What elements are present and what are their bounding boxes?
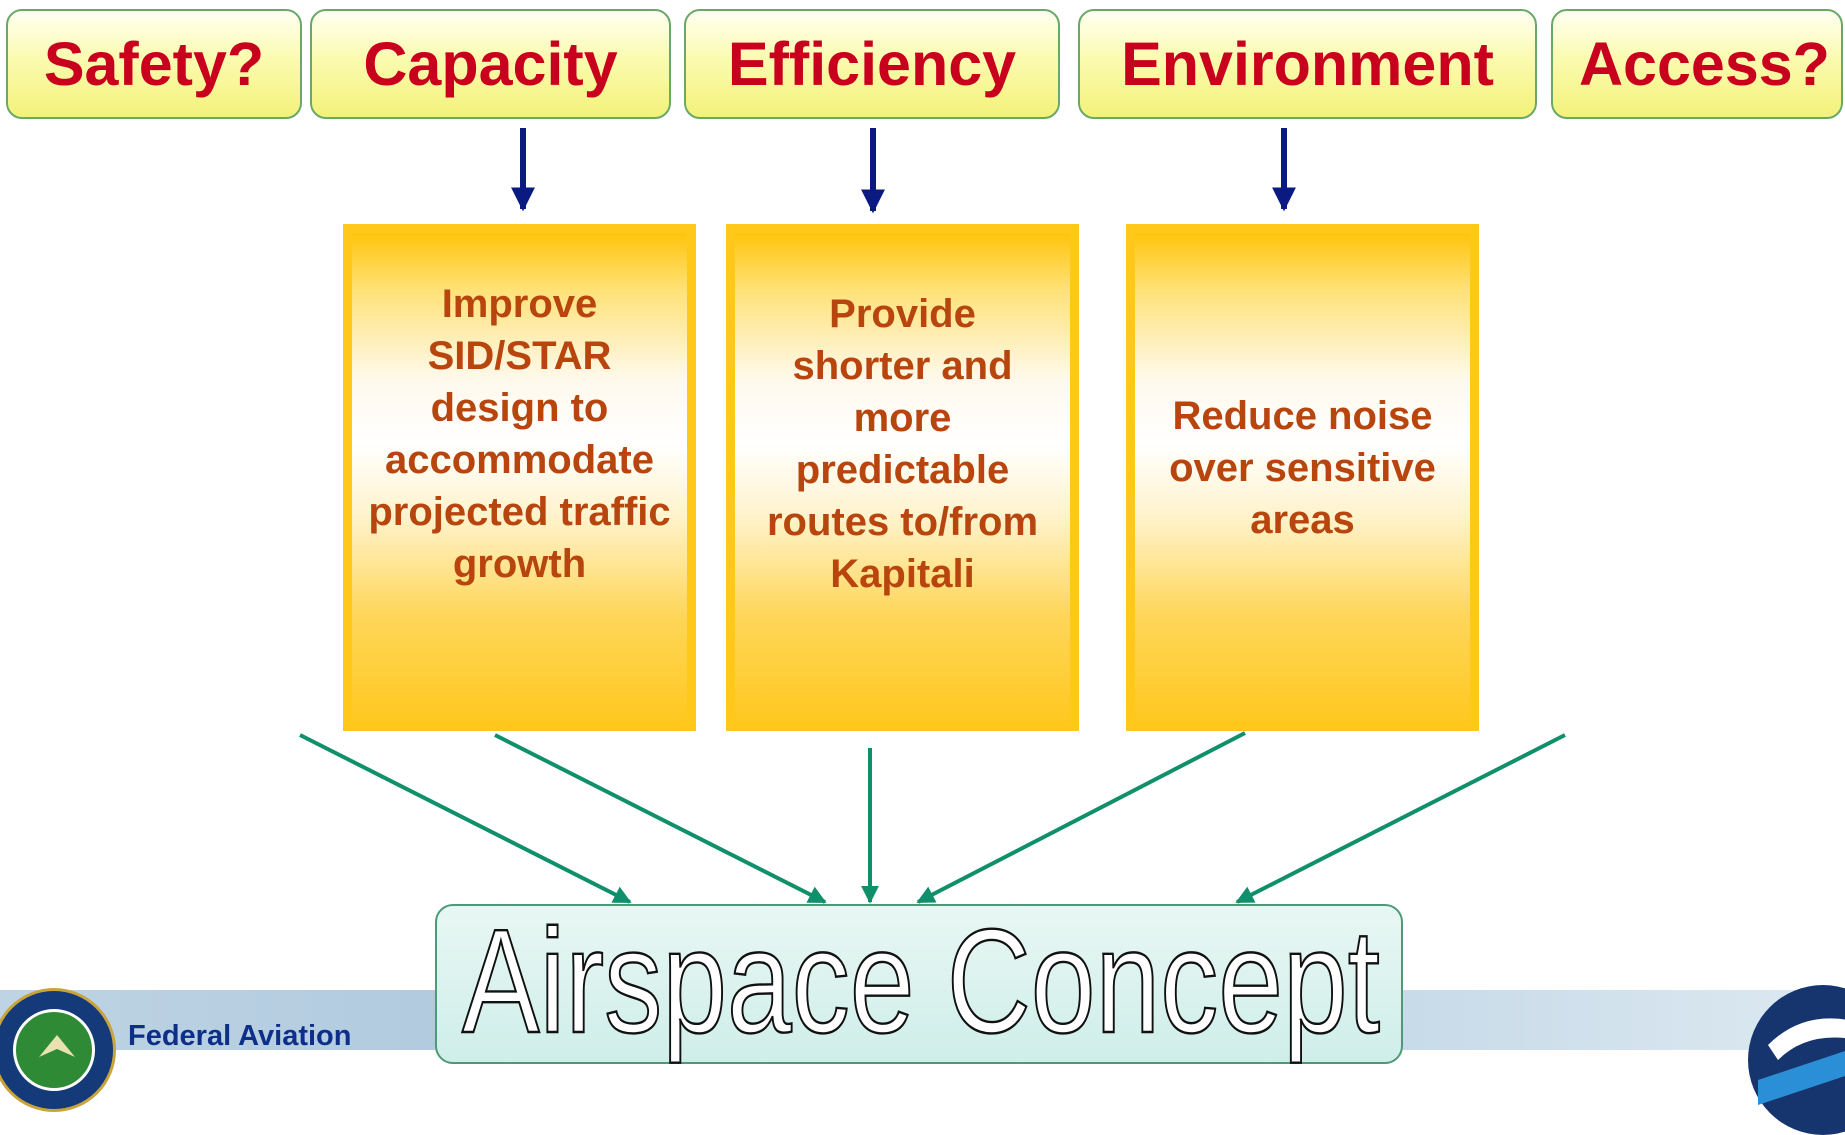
converge-arrow-environment <box>916 731 1246 904</box>
converge-arrow-safety <box>299 733 632 904</box>
corner-logo <box>1748 985 1845 1135</box>
objective-capacity: Capacity <box>310 9 671 119</box>
goal-text: Reduce noise over sensitive areas <box>1169 394 1436 542</box>
converge-arrow-capacity <box>494 733 827 904</box>
goal-environment: Reduce noise over sensitive areas <box>1126 224 1479 731</box>
goal-text: Improve SID/STAR design to accommodate p… <box>368 282 671 586</box>
objective-environment: Environment <box>1078 9 1537 119</box>
connector-arrows <box>299 128 1566 904</box>
goal-text: Provide shorter and more predictable rou… <box>766 292 1039 596</box>
airspace-concept-box: Airspace Concept <box>435 904 1403 1065</box>
faa-seal-logo <box>0 988 116 1112</box>
agency-name: Federal Aviation <box>128 1020 352 1052</box>
objective-label: Efficiency <box>727 30 1017 98</box>
objective-efficiency: Efficiency <box>684 9 1060 119</box>
converge-arrow-access <box>1235 733 1566 904</box>
objective-label: Access? <box>1579 30 1830 98</box>
goal-capacity: Improve SID/STAR design to accommodate p… <box>343 224 696 731</box>
goal-efficiency: Provide shorter and more predictable rou… <box>726 224 1079 731</box>
objective-access: Access? <box>1551 9 1843 119</box>
objective-label: Environment <box>1121 30 1494 98</box>
objective-label: Safety? <box>43 30 265 98</box>
objective-safety: Safety? <box>6 9 302 119</box>
objective-label: Capacity <box>363 30 618 98</box>
airspace-concept-label: Airspace Concept <box>462 906 1380 1064</box>
